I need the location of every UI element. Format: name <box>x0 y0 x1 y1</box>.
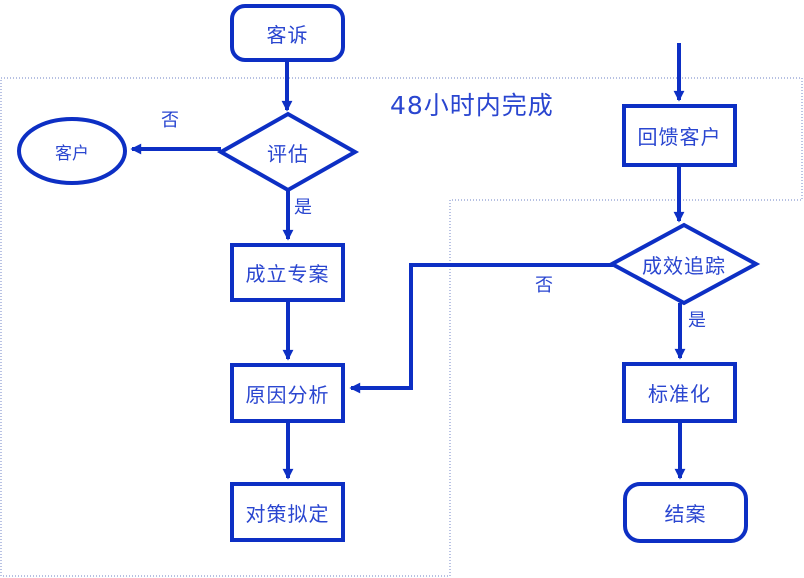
node-close-case-label: 结案 <box>664 502 707 526</box>
node-feedback-customer-label: 回馈客户 <box>637 125 722 149</box>
region-boundary-48h <box>0 77 803 577</box>
node-cause-analysis-label: 原因分析 <box>245 382 330 407</box>
node-effect-tracking-diamond <box>607 222 761 306</box>
node-standardize-label: 标准化 <box>648 382 711 406</box>
node-customer-ellipse <box>17 117 127 185</box>
node-evaluate-label: 评估 <box>267 141 309 166</box>
node-close-case: 结案 <box>623 482 748 543</box>
edge-tracking-cause-analysis <box>349 263 613 394</box>
label-evaluate-yes: 是 <box>294 197 312 218</box>
node-standardize: 标准化 <box>622 362 737 423</box>
node-countermeasure: 对策拟定 <box>230 482 345 542</box>
label-tracking-yes: 是 <box>688 310 706 331</box>
node-complaint: 客诉 <box>230 4 345 62</box>
node-establish-project-label: 成立专案 <box>245 262 330 286</box>
node-countermeasure-label: 对策拟定 <box>245 501 330 526</box>
node-customer-label: 客户 <box>55 143 89 164</box>
node-cause-analysis: 原因分析 <box>230 363 345 423</box>
node-evaluate-diamond <box>216 111 360 193</box>
node-effect-tracking-label: 成效追踪 <box>642 253 726 278</box>
node-establish-project: 成立专案 <box>230 243 345 302</box>
node-feedback-customer: 回馈客户 <box>622 104 737 167</box>
label-tracking-no: 否 <box>535 275 553 296</box>
region-note-48h: 48小时内完成 <box>390 91 554 120</box>
label-evaluate-no: 否 <box>161 110 179 131</box>
node-complaint-label: 客诉 <box>266 22 309 47</box>
